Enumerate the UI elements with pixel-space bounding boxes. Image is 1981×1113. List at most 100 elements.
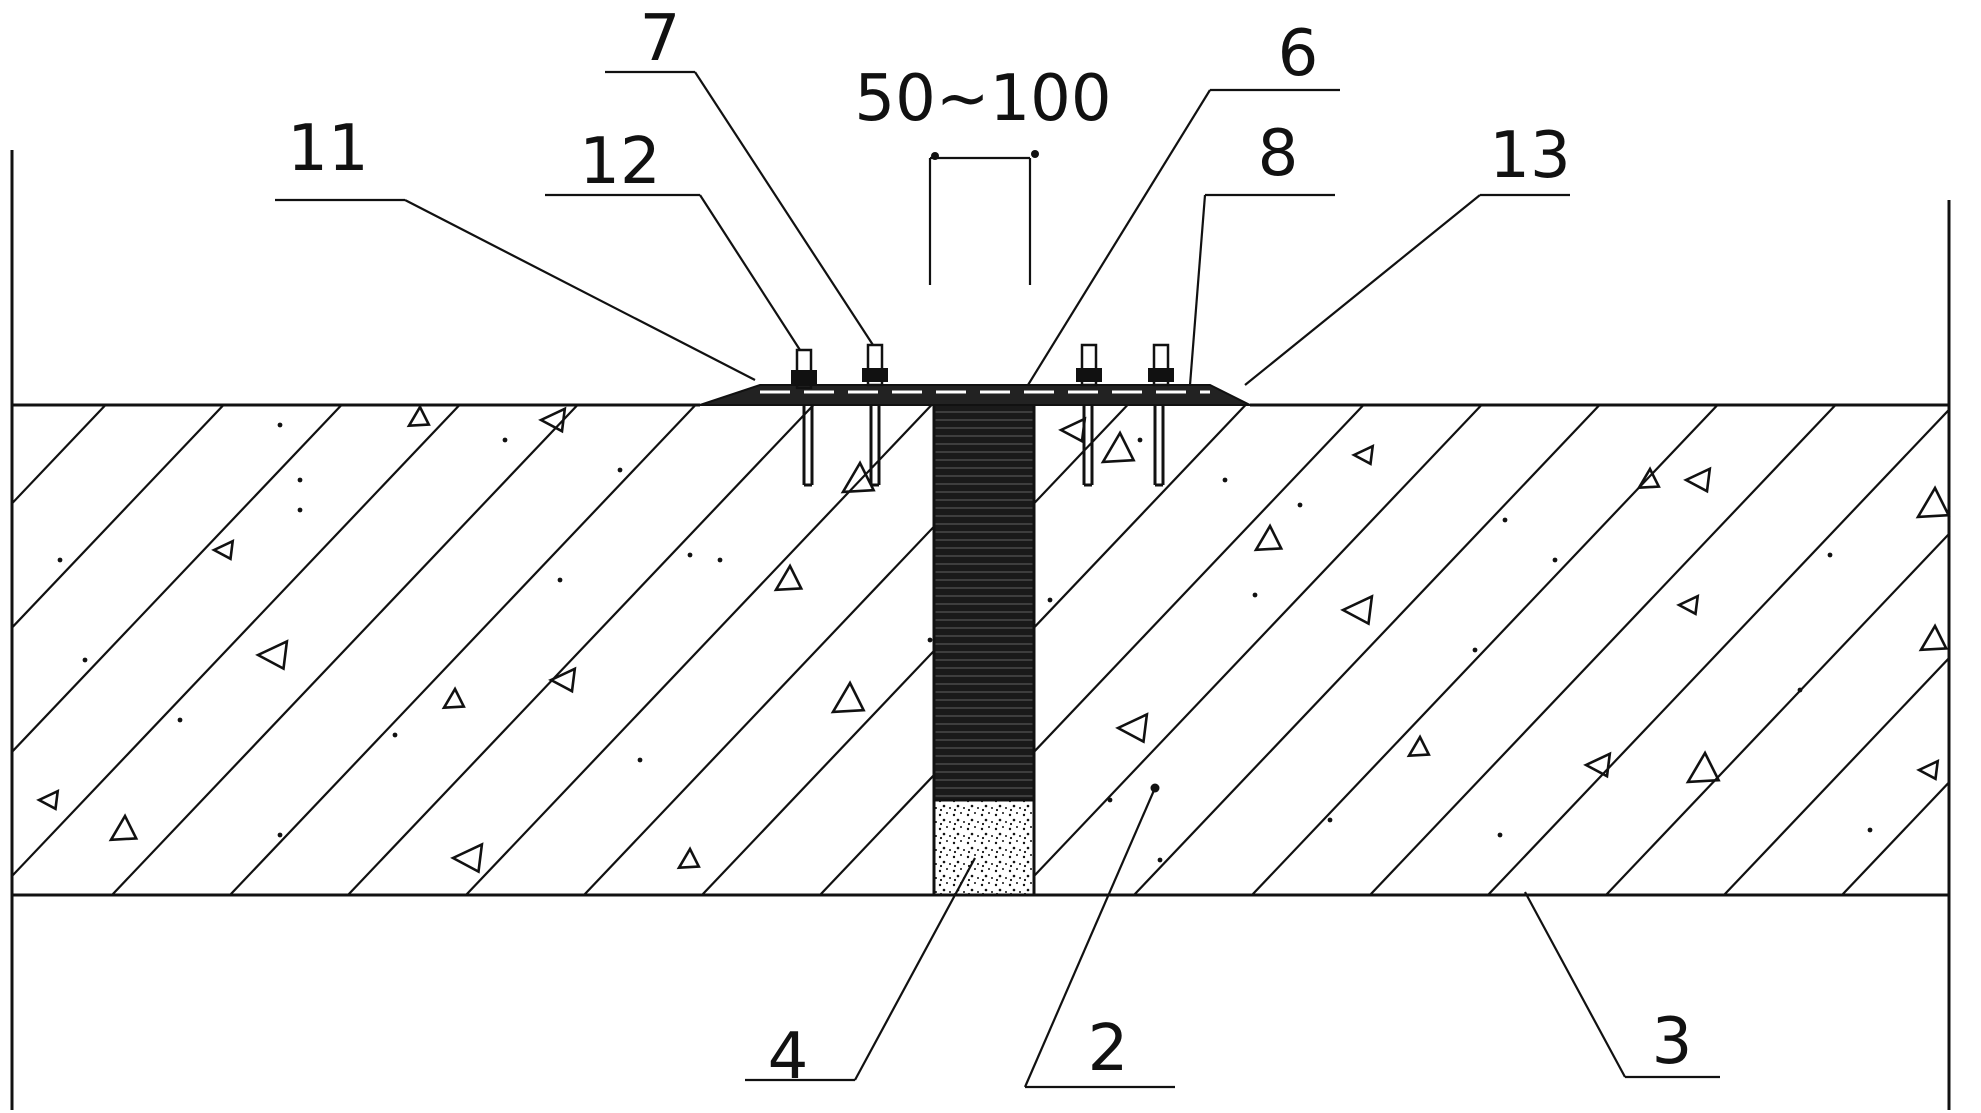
hatch-line — [12, 405, 461, 878]
hatch-line — [1960, 405, 1981, 895]
hatch-line — [1369, 405, 1837, 895]
aggregate-dot — [177, 717, 183, 723]
aggregate-dot — [297, 507, 303, 513]
aggregate-triangle — [255, 639, 289, 671]
hatch-line — [12, 405, 343, 754]
concrete-hatch-left — [12, 405, 934, 895]
cover-plate — [699, 384, 1251, 406]
aggregate-dot — [1497, 832, 1503, 838]
aggregate-dot — [1157, 857, 1163, 863]
aggregate-dot — [1867, 827, 1873, 833]
aggregate-triangle — [773, 563, 804, 592]
aggregate-triangle — [1340, 594, 1374, 626]
aggregate-triangle — [211, 539, 235, 561]
aggregate-dot — [82, 657, 88, 663]
aggregate-dot — [1137, 437, 1143, 443]
aggregate-triangle — [830, 680, 866, 714]
concrete-hatch-right — [1034, 405, 1981, 895]
callout-label-3: 3 — [1652, 1005, 1693, 1079]
anchor-bolt-4 — [1148, 343, 1174, 487]
hatch-line — [12, 405, 225, 630]
callout-12: 12 — [545, 125, 801, 351]
callout-2: 2 — [1023, 783, 1175, 1089]
anchor-bolt-1 — [791, 348, 817, 487]
callout-11: 11 — [275, 112, 756, 381]
hatch-line — [583, 524, 934, 895]
hatch-line — [1133, 405, 1601, 895]
callout-7: 7 — [605, 2, 874, 346]
aggregate-triangle — [1583, 751, 1612, 779]
hatch-line — [111, 405, 579, 895]
aggregate-triangle — [108, 813, 139, 842]
aggregate-dot — [927, 637, 933, 643]
anchor-bolt-2 — [862, 343, 888, 487]
callout-label-13: 13 — [1489, 119, 1570, 193]
aggregate-dot — [1047, 597, 1053, 603]
callout-label-4: 4 — [768, 1020, 809, 1094]
hatch-line — [819, 773, 934, 895]
callout-4: 4 — [745, 857, 976, 1094]
aggregate-triangle — [441, 686, 466, 710]
aggregate-triangle — [1918, 623, 1949, 652]
aggregate-triangle — [538, 406, 567, 434]
hatch-line — [1034, 405, 1365, 754]
aggregate-dot — [1297, 502, 1303, 508]
anchor-bolt-3 — [1076, 343, 1102, 487]
callout-label-2: 2 — [1088, 1012, 1129, 1086]
aggregate-triangle — [1676, 594, 1700, 616]
aggregate-triangle — [1100, 430, 1136, 464]
joint-width-dimension: 50~100 — [854, 62, 1112, 285]
joint-sealant-filler — [932, 393, 1036, 802]
hatch-line — [701, 649, 934, 895]
aggregate-dot — [392, 732, 398, 738]
aggregate-dot — [1472, 647, 1478, 653]
hatch-line — [1723, 656, 1949, 895]
aggregate-dot — [1797, 687, 1803, 693]
aggregate-triangle — [840, 460, 876, 494]
hatch-line — [1034, 405, 1129, 506]
hatch-line — [1034, 405, 1483, 878]
hatch-line — [1487, 408, 1949, 895]
aggregate-triangle — [1683, 466, 1712, 494]
aggregate-dot — [617, 467, 623, 473]
aggregate-dot — [687, 552, 693, 558]
aggregate-dot — [1107, 797, 1113, 803]
aggregate-dot — [277, 832, 283, 838]
aggregate-dot — [637, 757, 643, 763]
aggregate-dot — [502, 437, 508, 443]
aggregate-dot — [1827, 552, 1833, 558]
callout-8: 8 — [1188, 117, 1335, 386]
callout-label-12: 12 — [579, 125, 660, 199]
aggregate-triangle — [1253, 523, 1284, 552]
aggregate-triangle — [1406, 734, 1431, 758]
aggregate-triangle — [1115, 712, 1149, 744]
hatch-line — [347, 405, 815, 895]
aggregate-dot — [1552, 557, 1558, 563]
aggregate-dot — [277, 422, 283, 428]
aggregate-triangle — [1915, 485, 1951, 519]
aggregate-triangle — [1916, 759, 1940, 781]
aggregate-dot — [1252, 592, 1258, 598]
dimension-label: 50~100 — [854, 62, 1111, 136]
hatch-line — [1605, 532, 1949, 895]
callout-13: 13 — [1244, 119, 1571, 386]
callout-label-6: 6 — [1278, 17, 1319, 91]
aggregate-dot — [1327, 817, 1333, 823]
aggregate-triangle — [676, 846, 701, 870]
aggregate-triangle — [548, 666, 577, 694]
hatch-line — [12, 405, 107, 506]
aggregate-triangle — [36, 789, 60, 811]
callout-label-7: 7 — [640, 2, 681, 76]
aggregate-dot — [1502, 517, 1508, 523]
aggregate-dot — [57, 557, 63, 563]
aggregate-dot — [297, 477, 303, 483]
concrete-aggregate-marks — [36, 404, 1951, 874]
hatch-line — [229, 405, 697, 895]
callout-label-11: 11 — [287, 112, 368, 186]
aggregate-dot — [557, 577, 563, 583]
joint-backing-filler — [932, 798, 1036, 897]
hatch-line — [1251, 405, 1719, 895]
callout-6: 6 — [1027, 17, 1340, 386]
aggregate-dot — [1222, 477, 1228, 483]
